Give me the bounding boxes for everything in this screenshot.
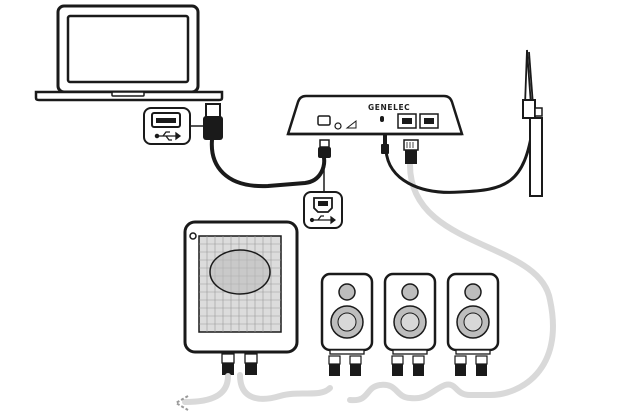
usb-b-plug-icon [318, 139, 331, 158]
antenna-icon [522, 49, 543, 197]
rj45-connector-icon [391, 355, 404, 376]
network-cable-segment [237, 372, 333, 402]
rj45-connector-icon [454, 355, 467, 376]
rj45-connector-icon [412, 355, 425, 376]
usb-b-badge [303, 191, 343, 229]
antenna-cable [384, 123, 535, 194]
usb-a-badge [143, 107, 191, 145]
rj45-connector-icon [403, 139, 419, 164]
arrow-left-icon [174, 373, 231, 411]
usb-cable [209, 138, 327, 189]
network-cable [347, 162, 556, 404]
usb-a-plug-icon [203, 103, 223, 140]
usb-symbol-icon [154, 131, 182, 141]
laptop-icon [34, 4, 224, 102]
interface-device: GENELEC [286, 94, 464, 136]
rj45-connector-icon [349, 355, 362, 376]
monitor-speaker-icon [446, 272, 500, 355]
rj45-connector-icon [475, 355, 488, 376]
rj45-connector-icon [244, 353, 258, 375]
rj45-connector-icon [328, 355, 341, 376]
usb-b-port [317, 115, 331, 126]
brand-label: GENELEC [368, 103, 410, 112]
usb-symbol-icon [309, 215, 336, 225]
rj45-connector-icon [221, 353, 235, 375]
monitor-speaker-icon [320, 272, 374, 355]
monitor-speaker-icon [383, 272, 437, 355]
jack-plug [381, 134, 389, 154]
subwoofer-icon [183, 220, 299, 354]
